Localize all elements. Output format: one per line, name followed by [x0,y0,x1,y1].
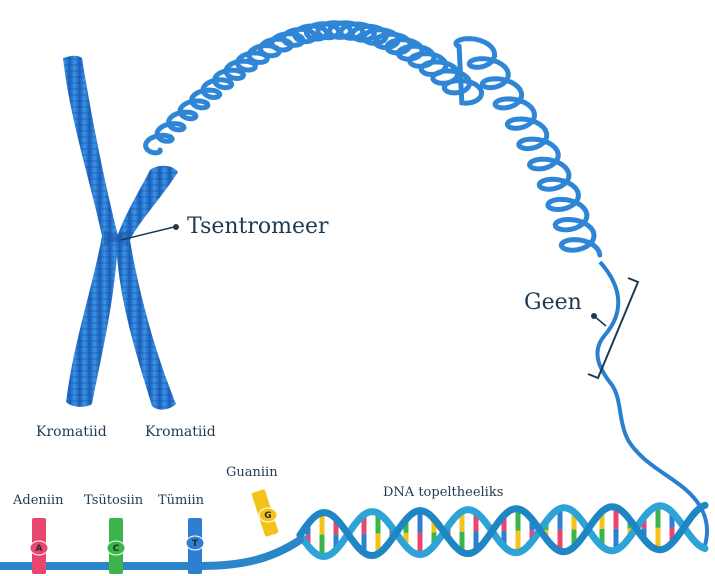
centromere-label: Tsentromeer [187,214,329,239]
base-guanine: G Guaniin [226,465,279,537]
chromatid-right-shape [116,166,178,410]
chromosome [63,56,178,410]
gene-leader-dot [591,313,597,319]
gene-marker: Geen [524,278,638,378]
base-legend: A Adeniin C Tsütosiin T Tümiin G Guaniin [12,465,279,574]
gene-bracket [588,278,638,378]
base-adenine: A Adeniin [12,493,64,574]
centromere-marker: Tsentromeer [121,214,329,240]
base-adenine-letter: A [36,544,43,554]
base-adenine-name: Adeniin [12,493,64,508]
chromatid-right-label: Kromatiid [145,424,216,440]
gene-label: Geen [524,290,582,315]
base-thymine: T Tümiin [158,493,205,574]
base-guanine-name: Guaniin [226,465,278,480]
chromatid-left-label: Kromatiid [36,424,107,440]
coil-tail [597,262,707,545]
centromere-leader-dot [173,224,179,230]
base-cytosine: C Tsütosiin [84,493,144,574]
base-cytosine-letter: C [113,544,120,554]
base-thymine-name: Tümiin [158,493,205,508]
base-guanine-letter: G [264,511,271,521]
base-thymine-letter: T [192,539,199,549]
chromatid-left-shape [63,56,118,407]
dna-helix-label: DNA topeltheeliks [383,485,503,500]
base-cytosine-name: Tsütosiin [84,493,144,508]
